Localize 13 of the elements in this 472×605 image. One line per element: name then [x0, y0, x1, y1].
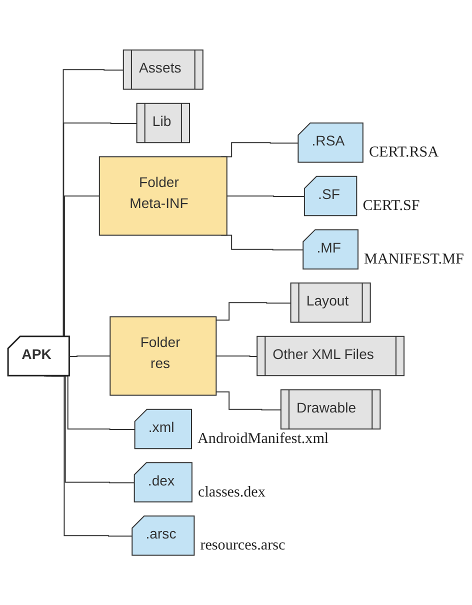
connector	[216, 302, 292, 320]
connector	[226, 195, 305, 197]
file-name: CERT.SF	[362, 198, 420, 214]
node-box: Folder Meta-INF	[98, 156, 228, 236]
file-name: AndroidManifest.xml	[198, 430, 329, 447]
node-box: Folder res	[110, 316, 217, 396]
file-name: resources.arsc	[200, 538, 286, 554]
file-name: MANIFEST.MF	[364, 251, 464, 268]
connector	[216, 391, 282, 410]
file-name: classes.dex	[198, 484, 266, 500]
file-name: CERT.RSA	[368, 144, 439, 161]
connector	[70, 355, 110, 357]
connector	[216, 355, 258, 357]
